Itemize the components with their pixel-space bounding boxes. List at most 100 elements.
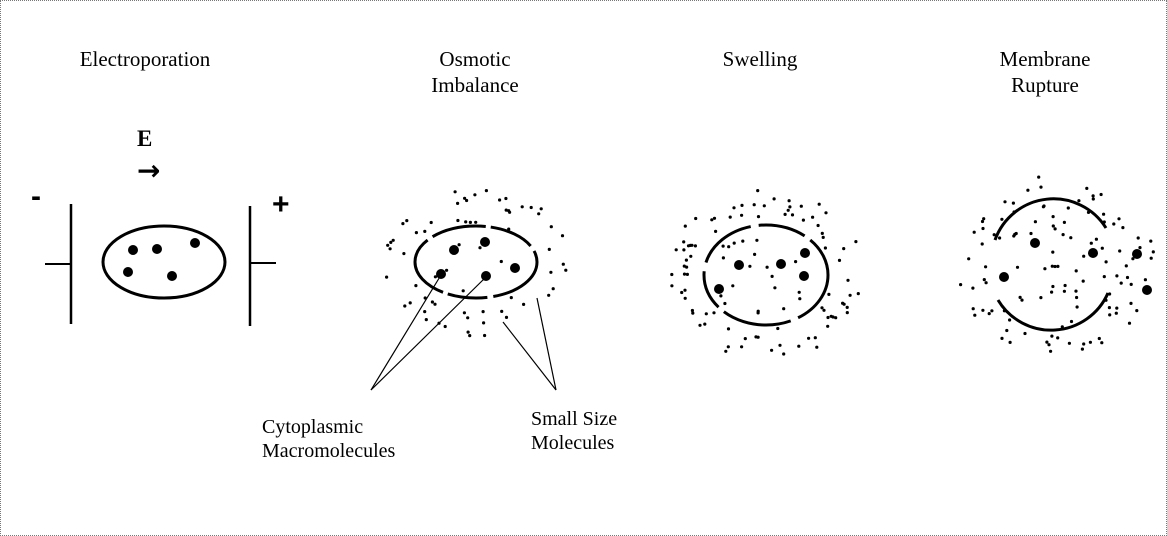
small-molecule-dot bbox=[468, 334, 471, 337]
small-molecule-dot bbox=[798, 297, 801, 300]
small-molecule-dot bbox=[462, 289, 465, 292]
small-molecule-dot bbox=[537, 212, 540, 215]
callout-line bbox=[537, 298, 556, 390]
small-molecule-dot bbox=[972, 307, 975, 310]
small-molecule-dot bbox=[773, 286, 776, 289]
small-molecule-dot bbox=[552, 287, 555, 290]
small-molecule-dot bbox=[1050, 291, 1053, 294]
small-molecule-dot bbox=[1052, 224, 1055, 227]
small-molecule-dot bbox=[392, 239, 395, 242]
macromolecule-dot bbox=[1142, 285, 1152, 295]
macromolecule-dot bbox=[167, 271, 177, 281]
small-molecule-dot bbox=[842, 247, 845, 250]
small-molecule-dot bbox=[1144, 278, 1147, 281]
macromolecule-dot bbox=[1030, 238, 1040, 248]
small-molecule-dot bbox=[431, 300, 434, 303]
small-molecule-dot bbox=[1049, 350, 1052, 353]
small-molecule-dot bbox=[827, 293, 830, 296]
small-molecule-dot bbox=[521, 205, 524, 208]
small-molecule-dot bbox=[1152, 250, 1155, 253]
small-molecule-dot bbox=[771, 275, 774, 278]
small-molecule-dot bbox=[981, 309, 984, 312]
small-molecule-dot bbox=[687, 244, 690, 247]
small-molecule-dot bbox=[722, 245, 725, 248]
small-molecule-dot bbox=[990, 309, 993, 312]
small-molecule-dot bbox=[748, 265, 751, 268]
small-molecule-dot bbox=[784, 213, 787, 216]
small-molecule-dot bbox=[1101, 247, 1104, 250]
small-molecule-dot bbox=[831, 315, 834, 318]
small-molecule-dot bbox=[724, 350, 727, 353]
small-molecule-dot bbox=[1008, 318, 1011, 321]
small-molecule-dot bbox=[698, 324, 701, 327]
small-molecule-dot bbox=[729, 216, 732, 219]
small-molecule-dot bbox=[683, 289, 686, 292]
small-molecule-dot bbox=[846, 306, 849, 309]
small-molecule-dot bbox=[826, 316, 829, 319]
small-molecule-dot bbox=[846, 279, 849, 282]
small-molecule-dot bbox=[1131, 257, 1134, 260]
small-molecule-dot bbox=[1062, 233, 1065, 236]
small-molecule-dot bbox=[1005, 329, 1008, 332]
small-molecule-dot bbox=[474, 221, 477, 224]
small-molecule-dot bbox=[824, 211, 827, 214]
small-molecule-dot bbox=[1016, 266, 1019, 269]
small-molecule-dot bbox=[504, 197, 507, 200]
macromolecule-dot bbox=[190, 238, 200, 248]
small-molecule-dot bbox=[838, 259, 841, 262]
small-molecule-dot bbox=[1105, 260, 1108, 263]
macromolecule-dot bbox=[480, 237, 490, 247]
small-molecule-dot bbox=[675, 248, 678, 251]
small-molecule-dot bbox=[732, 206, 735, 209]
macromolecule-dot bbox=[776, 259, 786, 269]
small-molecule-dot bbox=[794, 260, 797, 263]
small-molecule-dot bbox=[1012, 202, 1015, 205]
small-molecule-dot bbox=[485, 189, 488, 192]
small-molecule-dot bbox=[824, 246, 827, 249]
small-molecule-dot bbox=[787, 209, 790, 212]
small-molecule-dot bbox=[547, 294, 550, 297]
small-molecule-dot bbox=[1050, 335, 1053, 338]
small-molecule-dot bbox=[401, 222, 404, 225]
small-molecule-dot bbox=[740, 214, 743, 217]
small-molecule-dot bbox=[691, 309, 694, 312]
small-molecule-dot bbox=[682, 240, 685, 243]
small-molecule-dot bbox=[1026, 189, 1029, 192]
macromolecule-dot bbox=[128, 245, 138, 255]
small-molecule-dot bbox=[1115, 312, 1118, 315]
macromolecule-dot bbox=[799, 271, 809, 281]
small-molecule-dot bbox=[473, 193, 476, 196]
macromolecule-dot bbox=[734, 260, 744, 270]
small-molecule-dot bbox=[1135, 309, 1138, 312]
small-molecule-dot bbox=[778, 344, 781, 347]
small-molecule-dot bbox=[733, 242, 736, 245]
small-molecule-dot bbox=[854, 240, 857, 243]
small-molecule-dot bbox=[389, 247, 392, 250]
small-molecule-dot bbox=[1034, 220, 1037, 223]
small-molecule-dot bbox=[690, 244, 693, 247]
macromolecule-dot bbox=[1088, 248, 1098, 258]
small-molecule-dot bbox=[1075, 269, 1078, 272]
small-molecule-dot bbox=[1013, 210, 1016, 213]
small-molecule-dot bbox=[683, 273, 686, 276]
small-molecule-dot bbox=[815, 346, 818, 349]
small-molecule-dot bbox=[1087, 211, 1090, 214]
small-molecule-dot bbox=[414, 284, 417, 287]
small-molecule-dot bbox=[857, 292, 860, 295]
small-molecule-dot bbox=[507, 228, 510, 231]
small-molecule-dot bbox=[1092, 194, 1095, 197]
small-molecule-dot bbox=[1067, 206, 1070, 209]
small-molecule-dot bbox=[714, 230, 717, 233]
small-molecule-dot bbox=[782, 307, 785, 310]
small-molecule-dot bbox=[811, 216, 814, 219]
electroporation-panel bbox=[45, 204, 276, 326]
small-molecule-dot bbox=[753, 253, 756, 256]
small-molecule-dot bbox=[1000, 337, 1003, 340]
small-molecule-dot bbox=[405, 219, 408, 222]
small-molecule-dot bbox=[971, 287, 974, 290]
small-molecule-dot bbox=[548, 248, 551, 251]
small-molecule-dot bbox=[467, 331, 470, 334]
small-molecule-dot bbox=[505, 209, 508, 212]
small-molecule-dot bbox=[1029, 232, 1032, 235]
small-molecule-dot bbox=[967, 257, 970, 260]
